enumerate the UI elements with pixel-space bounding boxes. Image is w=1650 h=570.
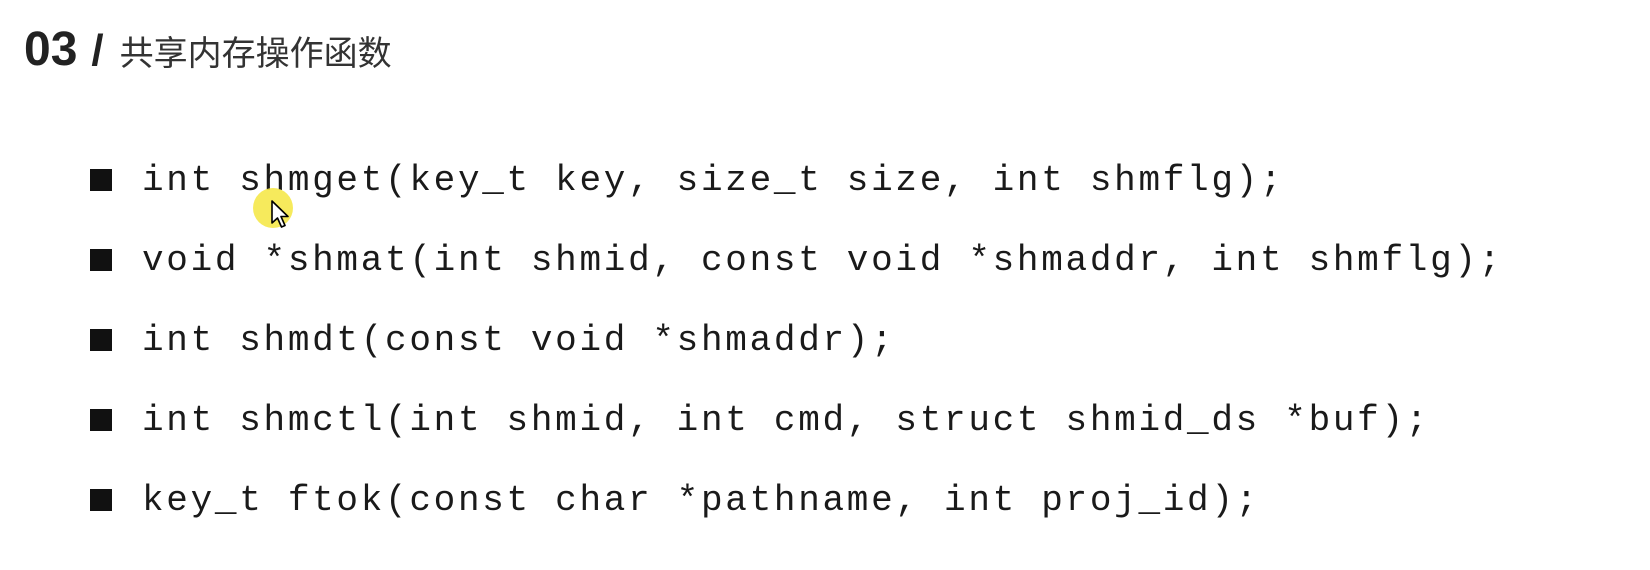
square-bullet-icon (90, 329, 112, 351)
list-item: int shmdt(const void *shmaddr); (90, 300, 1503, 380)
square-bullet-icon (90, 489, 112, 511)
square-bullet-icon (90, 409, 112, 431)
function-signature-ftok: key_t ftok(const char *pathname, int pro… (142, 479, 1260, 521)
section-number: 03 (24, 23, 78, 76)
function-signature-shmdt: int shmdt(const void *shmaddr); (142, 319, 896, 361)
function-signature-shmat: void *shmat(int shmid, const void *shmad… (142, 239, 1503, 281)
title-separator: / (91, 26, 104, 75)
square-bullet-icon (90, 169, 112, 191)
list-item: void *shmat(int shmid, const void *shmad… (90, 220, 1503, 300)
list-item: int shmget(key_t key, size_t size, int s… (90, 140, 1503, 220)
square-bullet-icon (90, 249, 112, 271)
mouse-pointer-icon (253, 188, 293, 228)
arrow-icon (271, 200, 289, 228)
slide-header: 03 / 共享内存操作函数 (24, 20, 392, 80)
function-signature-shmctl: int shmctl(int shmid, int cmd, struct sh… (142, 399, 1431, 441)
list-item: int shmctl(int shmid, int cmd, struct sh… (90, 380, 1503, 460)
function-list: int shmget(key_t key, size_t size, int s… (90, 140, 1503, 540)
function-signature-shmget: int shmget(key_t key, size_t size, int s… (142, 159, 1285, 201)
section-title: 共享内存操作函数 (119, 34, 392, 74)
list-item: key_t ftok(const char *pathname, int pro… (90, 460, 1503, 540)
